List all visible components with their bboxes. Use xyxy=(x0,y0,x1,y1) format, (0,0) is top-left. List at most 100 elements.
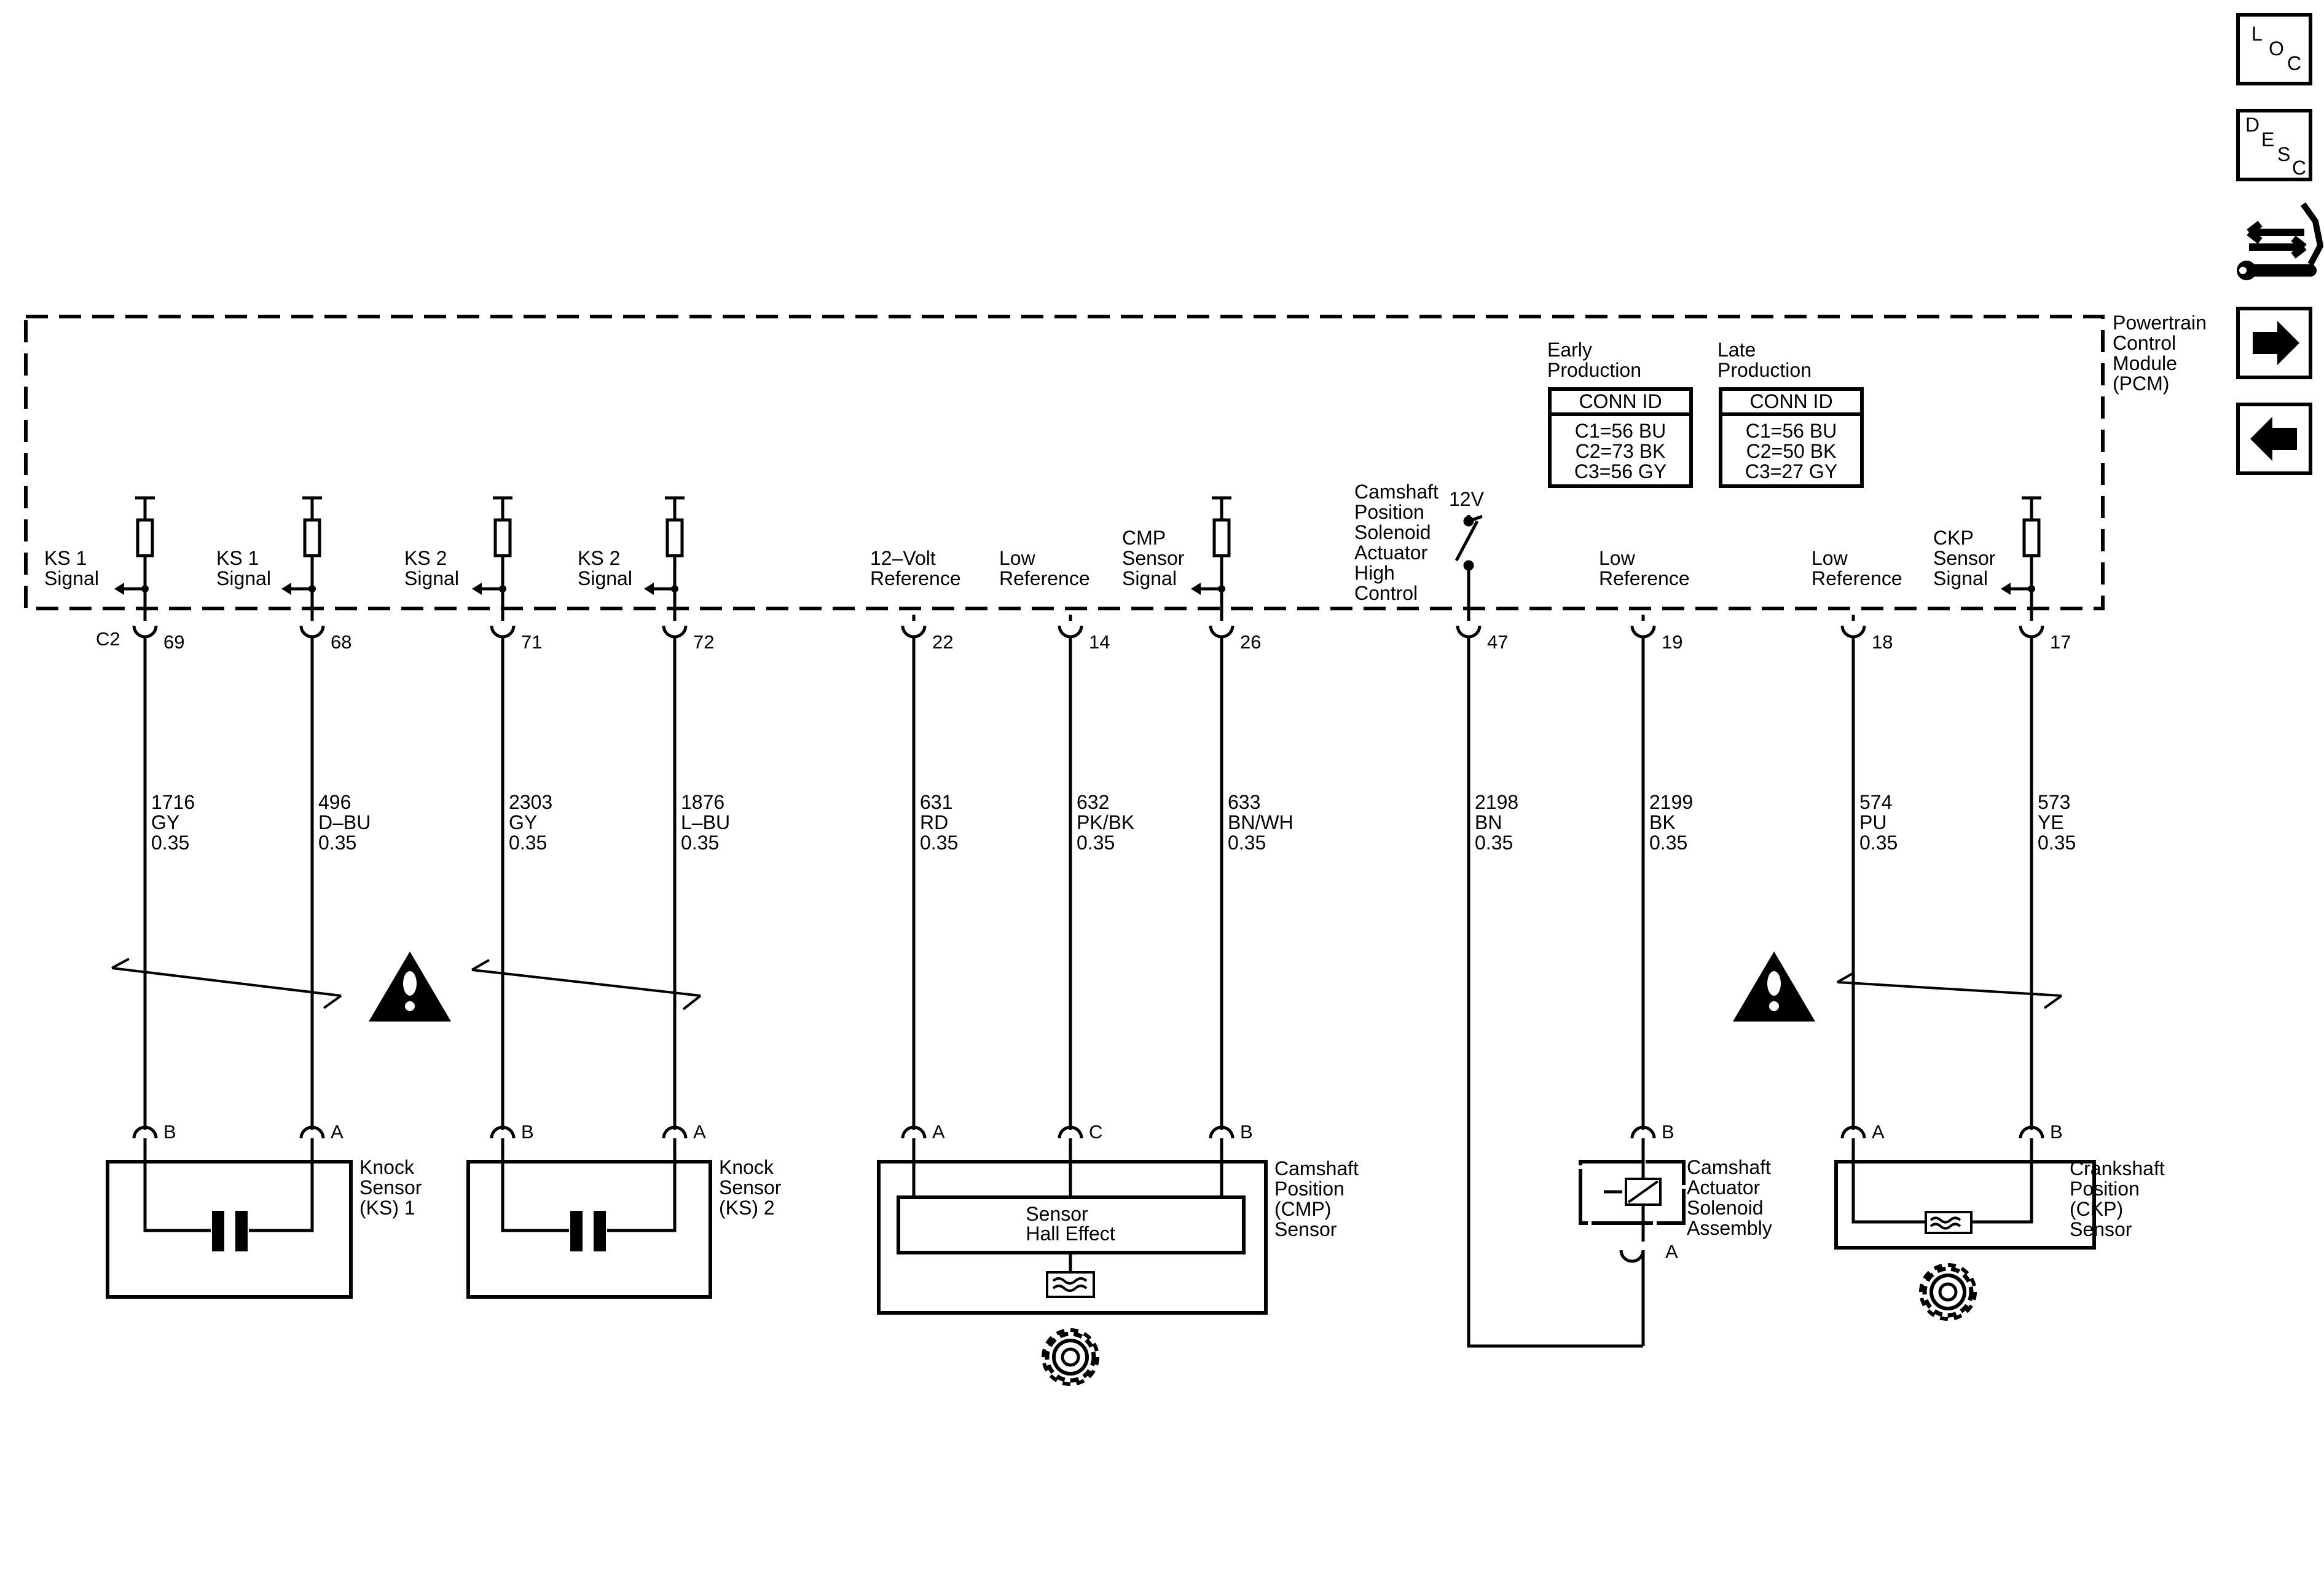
component-terminal xyxy=(1840,1125,1866,1139)
signal-arrow-icon xyxy=(644,583,654,595)
signal-arrow-icon xyxy=(281,583,291,595)
high-side-switch xyxy=(1454,514,1483,571)
signal-arrow-icon xyxy=(1191,583,1201,595)
svg-text:C3=56 GY: C3=56 GY xyxy=(1574,460,1666,482)
svg-text:Late Production: Late Production xyxy=(1717,339,1812,381)
pcm-terminal xyxy=(1456,625,1482,639)
component-terminal xyxy=(2019,1125,2044,1139)
pin-number: 22 xyxy=(932,631,953,653)
pin-number: 47 xyxy=(1487,631,1508,653)
svg-text:Crankshaft Position: Crankshaft Position (CKP) Sensor xyxy=(2070,1157,2170,1240)
svg-text:O: O xyxy=(2269,37,2284,60)
component-pin: A xyxy=(1872,1121,1885,1143)
component-terminal xyxy=(901,1125,927,1139)
component-pin: C xyxy=(1089,1121,1102,1143)
resistor xyxy=(303,518,321,557)
camshaft-actuator-solenoid: A Camshaft Actuator Solenoid Assembly xyxy=(1467,642,1772,1348)
svg-text:Sensor: Sensor xyxy=(1026,1203,1088,1225)
pcm-terminal xyxy=(132,625,158,639)
pin-number: 18 xyxy=(1872,631,1893,653)
pcm-title: Powertrain Control Module (PCM) xyxy=(2113,312,2212,395)
component-terminal xyxy=(1209,1125,1235,1139)
pin-number: 17 xyxy=(2050,631,2071,653)
desc-button[interactable]: D E S C xyxy=(2236,109,2312,181)
wire-break-ks2 xyxy=(471,959,702,1010)
svg-text:CONN ID: CONN ID xyxy=(1749,390,1832,412)
knock-sensor-1: Knock Sensor (KS) 1 xyxy=(106,1138,422,1299)
svg-text:L: L xyxy=(2251,23,2263,45)
loc-button[interactable]: L O C xyxy=(2236,13,2312,85)
pcm-terminal xyxy=(490,625,516,639)
connector-wrench-icon[interactable] xyxy=(2237,202,2324,280)
component-terminal xyxy=(1058,1125,1083,1139)
svg-text:Knock Sensor (KS): Knock Sensor (KS) 2 xyxy=(719,1156,787,1219)
resistor xyxy=(665,518,684,557)
component-pin: B xyxy=(163,1121,176,1143)
pcm-terminal xyxy=(662,625,688,639)
pcm-terminal xyxy=(299,625,325,639)
component-pin: A xyxy=(331,1121,343,1143)
component-pin: A xyxy=(932,1121,945,1143)
svg-text:C: C xyxy=(2287,52,2301,74)
gear-icon xyxy=(1919,1263,1977,1321)
component-pin: B xyxy=(2050,1121,2063,1143)
caution-icon[interactable] xyxy=(369,951,451,1022)
ckp-sensor: Crankshaft Position (CKP) Sensor xyxy=(1834,1138,2170,1250)
resistor xyxy=(1212,518,1231,557)
wire-break-ckp xyxy=(1837,971,2063,1009)
signal-arrow-icon xyxy=(472,583,482,595)
arrow-right-icon[interactable] xyxy=(2236,307,2312,379)
svg-text:C1=56 BU: C1=56 BU xyxy=(1575,420,1666,442)
caution-icon[interactable] xyxy=(1733,951,1815,1022)
pin-number: 69 xyxy=(163,631,184,653)
supply-12v-label: 12V xyxy=(1449,488,1485,510)
svg-text:Early Production: Early Production xyxy=(1547,339,1641,381)
pin-number: 19 xyxy=(1662,631,1682,653)
component-terminal xyxy=(132,1125,158,1139)
svg-text:Camshaft Position: Camshaft Position (CMP) Sensor xyxy=(1274,1157,1364,1240)
pcm-terminal xyxy=(901,625,927,639)
component-terminal xyxy=(662,1125,688,1139)
svg-text:D: D xyxy=(2245,114,2259,136)
early-production-conn-id: Early Production CONN ID C1=56 BU C2=73 … xyxy=(1547,339,1693,488)
arrow-left-icon[interactable] xyxy=(2236,403,2312,475)
pcm-terminal xyxy=(1840,625,1866,639)
pin-number: 71 xyxy=(521,631,542,653)
svg-text:A: A xyxy=(1665,1241,1678,1262)
component-pin: A xyxy=(693,1121,706,1143)
pcm-terminal xyxy=(1058,625,1083,639)
pcm-boundary xyxy=(24,315,2105,610)
cmp-sensor: Sensor Hall Effect Camshaft Position (CM… xyxy=(877,1138,1364,1315)
pcm-terminal xyxy=(1630,625,1656,639)
component-terminal xyxy=(299,1125,325,1139)
pin-number: 72 xyxy=(693,631,714,653)
svg-text:E: E xyxy=(2261,128,2274,151)
resistor xyxy=(136,518,154,557)
svg-text:C3=27 GY: C3=27 GY xyxy=(1745,460,1837,482)
component-pin: B xyxy=(521,1121,534,1143)
